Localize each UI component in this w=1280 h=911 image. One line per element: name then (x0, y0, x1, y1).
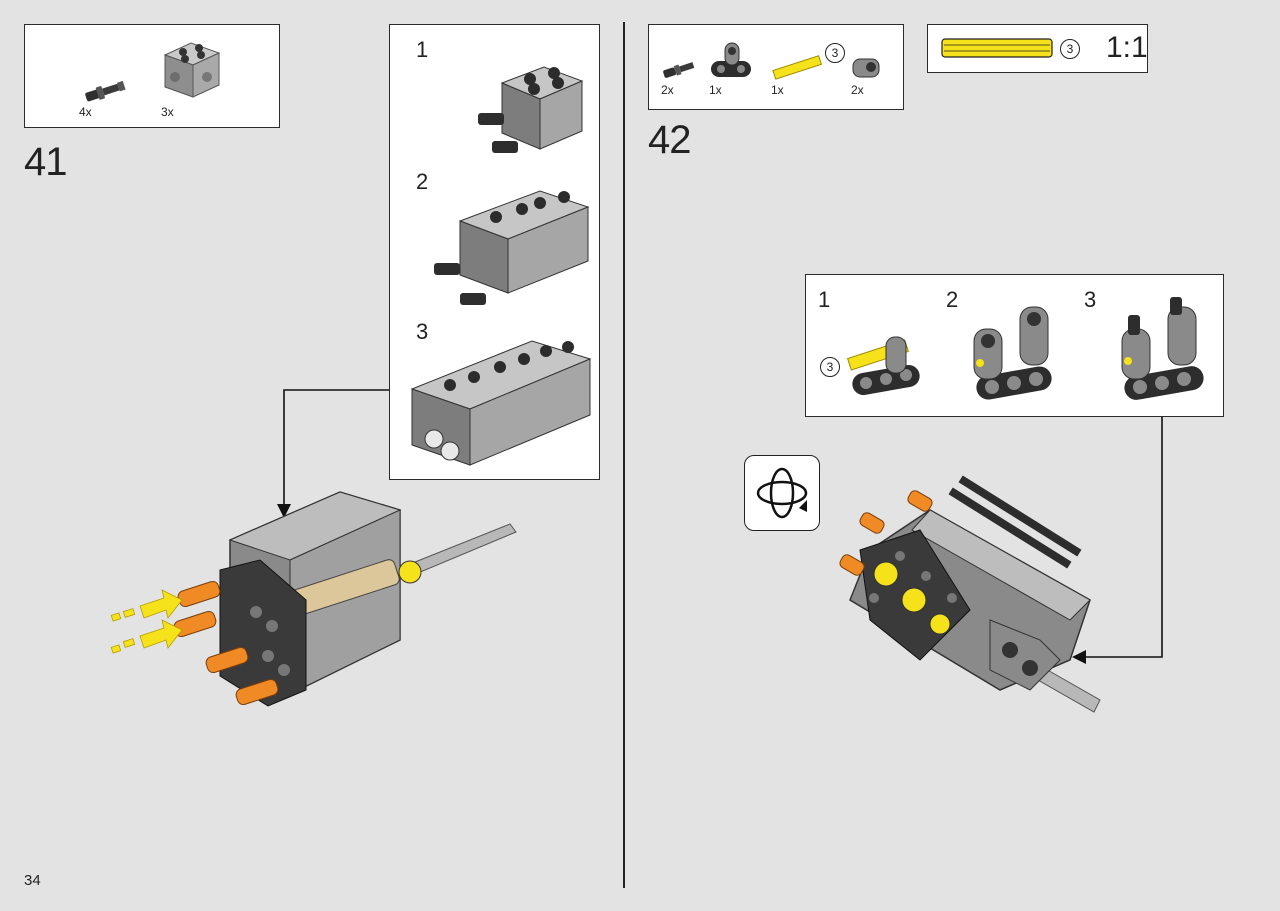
axle-length-ruler: 3 1:1 (927, 24, 1148, 73)
parts-callout-step-42: 2x 1x 3 1x 2x (648, 24, 904, 110)
substep-number: 2 (416, 169, 429, 194)
length-badge: 3 (1060, 39, 1080, 59)
axle-pin-dark-icon (663, 62, 695, 78)
length-badge: 3 (820, 357, 840, 377)
engine-block-single-icon (478, 66, 584, 153)
rotate-model-button (744, 455, 820, 531)
part-quantity: 2x (851, 83, 864, 97)
substep-number: 1 (416, 37, 429, 62)
subassembly-panel-step-41: 1 2 3 (389, 24, 600, 480)
substep-number: 2 (946, 287, 959, 312)
callout-arrow (1072, 417, 1163, 664)
callout-arrow (277, 389, 389, 518)
scale-label: 1:1 (1106, 31, 1148, 64)
engine-assembly-illustration (110, 491, 517, 707)
engine-assembly-rotated-illustration (839, 475, 1101, 713)
length-badge: 3 (825, 43, 845, 63)
engine-block-gray-icon (163, 42, 221, 98)
step-number: 41 (24, 140, 67, 184)
axle-pin-dark-icon (85, 80, 126, 102)
rotate-icon (756, 467, 808, 519)
substep-number: 1 (818, 287, 831, 312)
engine-block-double-icon (434, 190, 590, 305)
engine-block-triple-icon (410, 340, 592, 466)
connector-gray-icon (852, 58, 880, 78)
page-divider (623, 22, 625, 888)
part-quantity: 3x (161, 105, 174, 119)
step-number: 42 (648, 118, 691, 162)
part-quantity: 2x (661, 83, 674, 97)
axle-yellow-icon (772, 55, 823, 80)
page-number: 34 (24, 872, 41, 889)
part-quantity: 4x (79, 105, 92, 119)
axle-yellow-scale-icon (941, 38, 1053, 58)
part-quantity: 1x (709, 83, 722, 97)
beam-with-yellow-axle-icon (846, 336, 920, 395)
beam-with-connectors-pins-icon (1121, 297, 1204, 400)
beam-with-connectors-icon (973, 306, 1052, 400)
parts-callout-step-41: 4x 3x (24, 24, 280, 128)
substep-number: 3 (1084, 287, 1097, 312)
substep-number: 3 (416, 319, 429, 344)
subassembly-panel-step-42: 1 3 2 3 (805, 274, 1224, 417)
beam-dark-icon (711, 42, 751, 77)
part-quantity: 1x (771, 83, 784, 97)
